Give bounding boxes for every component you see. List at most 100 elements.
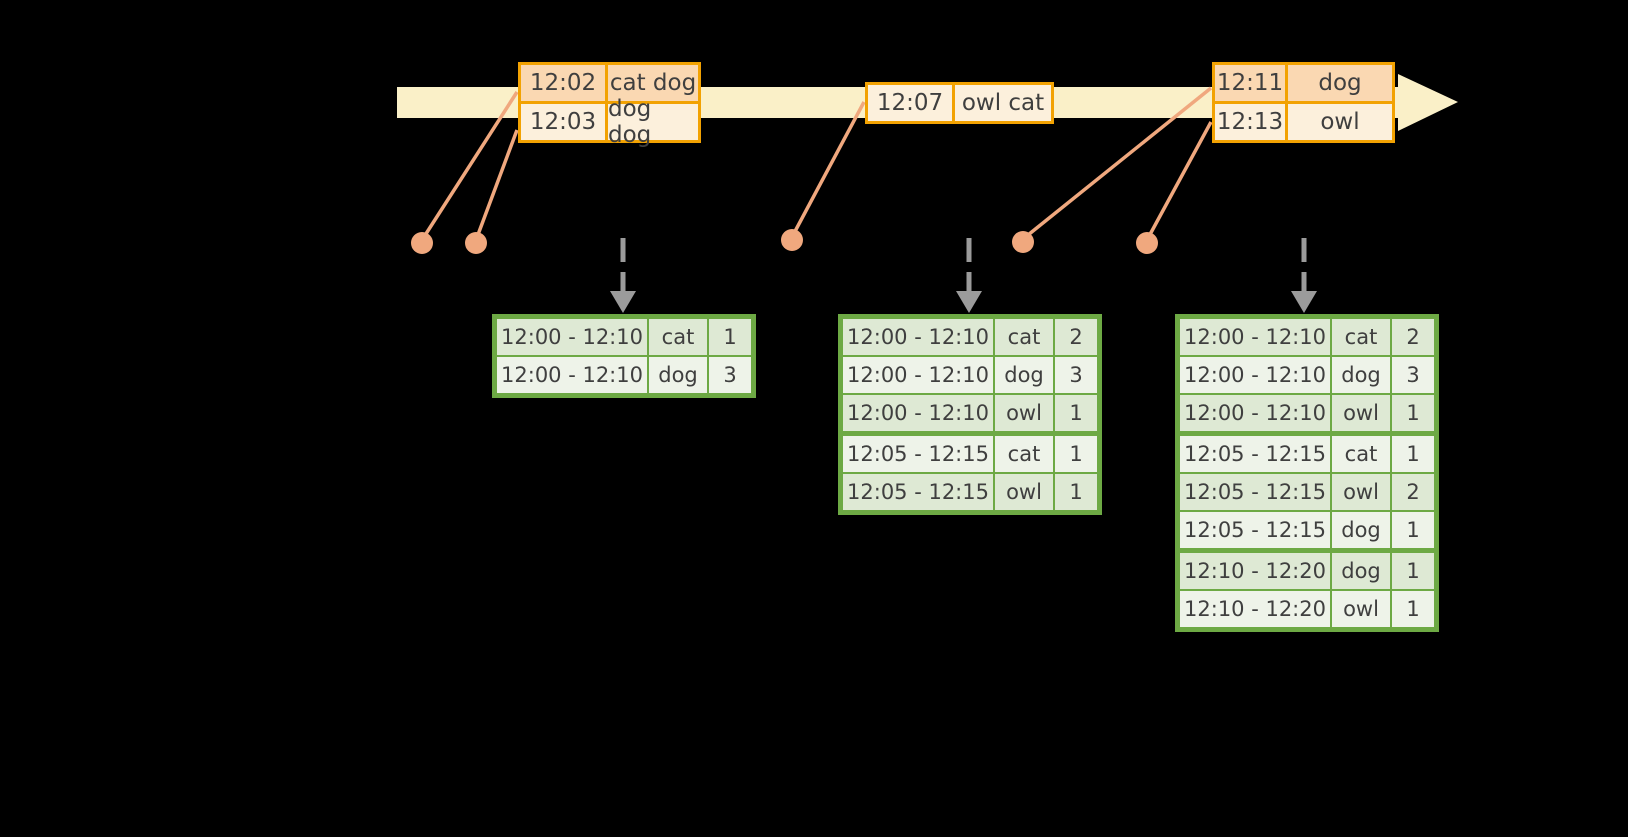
- word-cell: owl: [995, 474, 1053, 510]
- window-cell: 12:05 - 12:15: [1180, 474, 1330, 510]
- window-cell: 12:00 - 12:10: [843, 357, 993, 393]
- word-cell: dog: [1332, 553, 1390, 589]
- count-cell: 3: [1392, 357, 1434, 393]
- count-cell: 3: [709, 357, 751, 393]
- count-cell: 3: [1055, 357, 1097, 393]
- event-dot-icon: [781, 229, 803, 251]
- event-words-cell: owl: [1288, 104, 1392, 140]
- event-dot-icon: [411, 232, 433, 254]
- downstream-arrow-icon: [610, 238, 636, 313]
- event-time-cell: 12:11: [1215, 65, 1285, 101]
- down-arrowhead-icon: [956, 291, 982, 313]
- downstream-arrow-icon: [1291, 238, 1317, 313]
- word-cell: owl: [1332, 395, 1390, 431]
- event-time-cell: 12:03: [521, 104, 605, 140]
- event-connector-line: [474, 129, 519, 241]
- window-cell: 12:00 - 12:10: [1180, 319, 1330, 355]
- count-cell: 1: [709, 319, 751, 355]
- count-cell: 1: [1055, 436, 1097, 472]
- window-cell: 12:00 - 12:10: [1180, 357, 1330, 393]
- word-cell: owl: [1332, 591, 1390, 627]
- word-cell: cat: [995, 436, 1053, 472]
- word-cell: dog: [649, 357, 707, 393]
- event-words-cell: cat dog: [608, 65, 698, 101]
- window-cell: 12:00 - 12:10: [497, 357, 647, 393]
- event-time-cell: 12:07: [868, 85, 952, 121]
- count-cell: 1: [1392, 553, 1434, 589]
- window-cell: 12:05 - 12:15: [843, 436, 993, 472]
- word-cell: cat: [1332, 319, 1390, 355]
- word-cell: owl: [1332, 474, 1390, 510]
- count-cell: 1: [1055, 474, 1097, 510]
- count-cell: 1: [1392, 591, 1434, 627]
- window-cell: 12:00 - 12:10: [1180, 395, 1330, 431]
- count-cell: 1: [1392, 395, 1434, 431]
- word-cell: dog: [995, 357, 1053, 393]
- window-cell: 12:05 - 12:15: [843, 474, 993, 510]
- count-cell: 1: [1055, 395, 1097, 431]
- event-connector-line: [1021, 86, 1213, 241]
- window-cell: 12:00 - 12:10: [497, 319, 647, 355]
- down-arrowhead-icon: [1291, 291, 1317, 313]
- timeline-arrowhead-icon: [1398, 74, 1458, 131]
- event-connector-line: [790, 101, 866, 238]
- window-cell: 12:05 - 12:15: [1180, 436, 1330, 472]
- count-cell: 1: [1392, 512, 1434, 548]
- word-cell: cat: [1332, 436, 1390, 472]
- window-cell: 12:10 - 12:20: [1180, 591, 1330, 627]
- count-cell: 1: [1392, 436, 1434, 472]
- word-cell: cat: [995, 319, 1053, 355]
- word-cell: dog: [1332, 512, 1390, 548]
- window-cell: 12:10 - 12:20: [1180, 553, 1330, 589]
- count-cell: 2: [1392, 474, 1434, 510]
- event-dot-icon: [1012, 231, 1034, 253]
- event-words-cell: dog: [1288, 65, 1392, 101]
- count-cell: 2: [1055, 319, 1097, 355]
- downstream-arrow-icon: [956, 238, 982, 313]
- event-dots: [411, 229, 1158, 254]
- event-dot-icon: [465, 232, 487, 254]
- event-time-cell: 12:02: [521, 65, 605, 101]
- window-cell: 12:00 - 12:10: [843, 395, 993, 431]
- event-words-cell: dog dog: [608, 96, 698, 148]
- word-cell: cat: [649, 319, 707, 355]
- word-cell: owl: [995, 395, 1053, 431]
- event-dot-icon: [1136, 232, 1158, 254]
- window-cell: 12:05 - 12:15: [1180, 512, 1330, 548]
- event-connector-line: [420, 91, 519, 241]
- word-cell: dog: [1332, 357, 1390, 393]
- event-connector-lines: [420, 86, 1213, 241]
- event-words-cell: owl cat: [955, 85, 1051, 121]
- event-connector-line: [1145, 121, 1213, 241]
- window-cell: 12:00 - 12:10: [843, 319, 993, 355]
- event-time-cell: 12:13: [1215, 104, 1285, 140]
- count-cell: 2: [1392, 319, 1434, 355]
